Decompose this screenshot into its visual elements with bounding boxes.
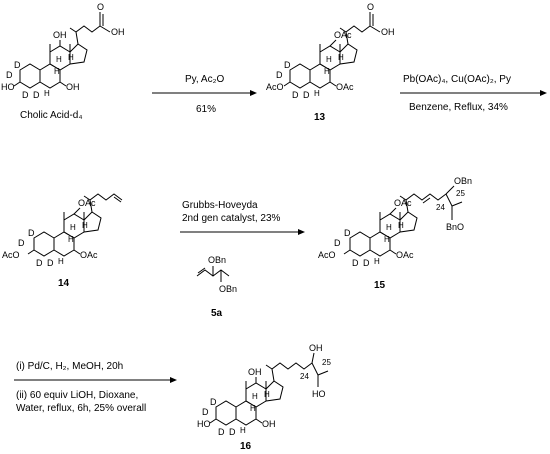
reagent-r3-line2: 2nd gen catalyst, 23%: [182, 213, 281, 224]
reagent-r4: (i) Pd/C, H₂, MeOH, 20h: [16, 361, 123, 372]
c13-tail-o: O: [367, 2, 374, 12]
hydrogen-label: H: [386, 223, 392, 232]
deuterium-label: D: [18, 238, 25, 248]
reagent-r4-b2: Water, reflux, 6h, 25% overall: [16, 403, 146, 414]
c16-c3-sub: HO: [197, 419, 211, 429]
hydrogen-label: H: [338, 53, 344, 62]
deuterium-label: D: [344, 228, 351, 238]
reagent-5a-bottom: OBn: [219, 284, 237, 294]
hydrogen-label: H: [56, 55, 62, 64]
compound-label: 16: [240, 441, 252, 452]
deuterium-label: D: [14, 60, 21, 70]
deuterium-label: D: [229, 427, 236, 437]
c13-c7-sub: OAc: [336, 82, 354, 92]
compound-label: 14: [58, 278, 70, 289]
c13-tail-oh: OH: [381, 27, 395, 37]
reaction-arrow-2: Pb(OAc)₄, Cu(OAc)₂, Py Benzene, Reflux, …: [400, 74, 547, 113]
hydrogen-label: H: [326, 55, 332, 64]
reaction-arrow-4: (i) Pd/C, H₂, MeOH, 20h (ii) 60 equiv Li…: [14, 361, 177, 414]
hydrogen-label: H: [68, 53, 74, 62]
compound-14: OAc AcO OAc D D D D H H H H 14: [2, 193, 123, 289]
c16-c12-sub: OH: [248, 367, 262, 377]
compound-label: 15: [374, 280, 386, 291]
c14-c3-sub: AcO: [2, 250, 20, 260]
c15-c7-sub: OAc: [396, 250, 414, 260]
deuterium-label: D: [6, 70, 13, 80]
c15-side-sub-1: OBn: [454, 176, 472, 186]
c16-side-sub-2: HO: [312, 389, 326, 399]
hydrogen-label: H: [58, 257, 64, 266]
hydrogen-label: H: [314, 89, 320, 98]
deuterium-label: D: [22, 90, 29, 100]
reagent-r4-b1: (ii) 60 equiv LiOH, Dioxane,: [16, 390, 138, 401]
c16-c7-sub: OH: [262, 419, 276, 429]
c13-c3-sub: AcO: [266, 82, 284, 92]
locant-24: 24: [300, 372, 309, 381]
c14-c12-sub: OAc: [78, 198, 96, 208]
c15-c3-sub: AcO: [318, 250, 336, 260]
hydrogen-label: H: [82, 221, 88, 230]
deuterium-label: D: [47, 258, 54, 268]
reagent-5a-top: OBn: [208, 255, 226, 265]
hydrogen-label: H: [250, 404, 256, 413]
cholic-c7-sub: OH: [66, 82, 80, 92]
hydrogen-label: H: [264, 390, 270, 399]
deuterium-label: D: [334, 238, 341, 248]
compound-15: OBn BnO 24 25 OAc AcO OAc D D D D H H H …: [318, 176, 472, 291]
hydrogen-label: H: [54, 67, 60, 76]
c14-c7-sub: OAc: [80, 250, 98, 260]
conditions-r2: Benzene, Reflux, 34%: [409, 102, 508, 113]
deuterium-label: D: [284, 60, 291, 70]
hydrogen-label: H: [374, 257, 380, 266]
deuterium-label: D: [28, 228, 35, 238]
hydrogen-label: H: [384, 235, 390, 244]
hydrogen-label: H: [68, 235, 74, 244]
hydrogen-label: H: [252, 392, 258, 401]
c16-side-sub-1: OH: [309, 343, 323, 353]
yield-r1: 61%: [196, 104, 216, 115]
deuterium-label: D: [202, 407, 209, 417]
reagent-label: 5a: [211, 308, 223, 319]
deuterium-label: D: [363, 258, 370, 268]
deuterium-label: D: [292, 90, 299, 100]
locant-25: 25: [322, 358, 331, 367]
deuterium-label: D: [210, 397, 217, 407]
hydrogen-label: H: [44, 89, 50, 98]
compound-cholic-acid-d4: O OH OH HO OH D D D D H H H H Cholic Aci…: [1, 2, 125, 121]
reaction-arrow-3: Grubbs-Hoveyda 2nd gen catalyst, 23%: [180, 200, 305, 235]
locant-24: 24: [436, 203, 445, 212]
deuterium-label: D: [303, 90, 310, 100]
hydrogen-label: H: [70, 223, 76, 232]
compound-13: O OH OAc AcO OAc D D D D H H H H 13: [266, 2, 395, 123]
deuterium-label: D: [276, 70, 283, 80]
compound-label: Cholic Acid-d₄: [20, 110, 82, 121]
cholic-c12-sub: OH: [53, 30, 67, 40]
hydrogen-label: H: [398, 221, 404, 230]
deuterium-label: D: [36, 258, 43, 268]
deuterium-label: D: [33, 90, 40, 100]
reagent-5a: OBn OBn 5a: [196, 255, 237, 319]
reaction-arrow-1: Py, Ac₂O 61%: [152, 74, 257, 115]
cholic-tail-oh: OH: [111, 27, 125, 37]
c13-c12-sub: OAc: [334, 30, 352, 40]
c15-c12-sub: OAc: [394, 198, 412, 208]
compound-16: OH HO 24 25 OH HO OH D D D D H H H H 16: [197, 343, 331, 452]
deuterium-label: D: [218, 427, 225, 437]
reagent-r3-line1: Grubbs-Hoveyda: [182, 200, 258, 211]
compound-label: 13: [314, 112, 326, 123]
deuterium-label: D: [352, 258, 359, 268]
cholic-c3-sub: HO: [1, 82, 15, 92]
hydrogen-label: H: [324, 67, 330, 76]
c15-side-sub-2: BnO: [446, 222, 464, 232]
reagent-r1: Py, Ac₂O: [185, 74, 224, 85]
reagent-r2: Pb(OAc)₄, Cu(OAc)₂, Py: [403, 74, 511, 85]
cholic-tail-o: O: [97, 2, 104, 12]
locant-25: 25: [456, 189, 465, 198]
hydrogen-label: H: [240, 426, 246, 435]
